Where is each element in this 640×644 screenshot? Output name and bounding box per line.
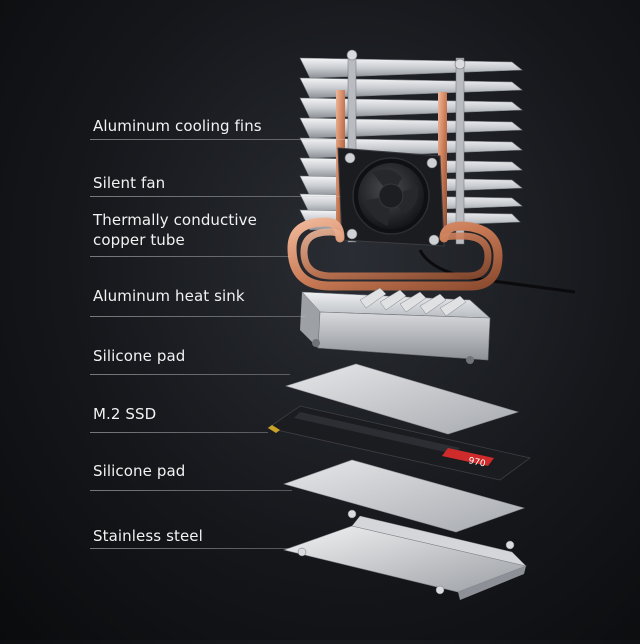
label-aluminum-heat-sink: Aluminum heat sink <box>93 287 245 305</box>
leader-aluminum-cooling-fins <box>90 139 345 140</box>
label-thermally-conductive: Thermally conductive <box>93 211 257 229</box>
label-silicone-pad-lower: Silicone pad <box>93 462 186 480</box>
label-silicone-pad-upper: Silicone pad <box>93 347 186 365</box>
leader-aluminum-heat-sink <box>90 316 305 317</box>
label-aluminum-cooling-fins: Aluminum cooling fins <box>93 117 262 135</box>
leader-silicone-pad-lower <box>90 490 292 491</box>
leader-stainless-steel <box>90 548 290 549</box>
leader-silent-fan <box>90 196 340 197</box>
leader-m2-ssd <box>90 432 268 433</box>
m2-ssd: 970 <box>267 405 531 481</box>
ssd-model-text: 970 <box>467 456 486 469</box>
leader-copper-tube <box>90 256 290 257</box>
label-stainless-steel: Stainless steel <box>93 527 203 545</box>
leader-silicone-pad-upper <box>90 374 290 375</box>
silicone-pad-lower <box>283 459 525 533</box>
copper-tube <box>287 217 503 291</box>
silicone-pad-upper <box>284 363 520 435</box>
steel-bracket <box>282 509 528 600</box>
label-silent-fan: Silent fan <box>93 174 166 192</box>
fan <box>337 147 576 294</box>
label-copper-tube: copper tube <box>93 231 185 249</box>
label-m2-ssd: M.2 SSD <box>93 405 157 423</box>
heat-sink <box>300 287 491 364</box>
